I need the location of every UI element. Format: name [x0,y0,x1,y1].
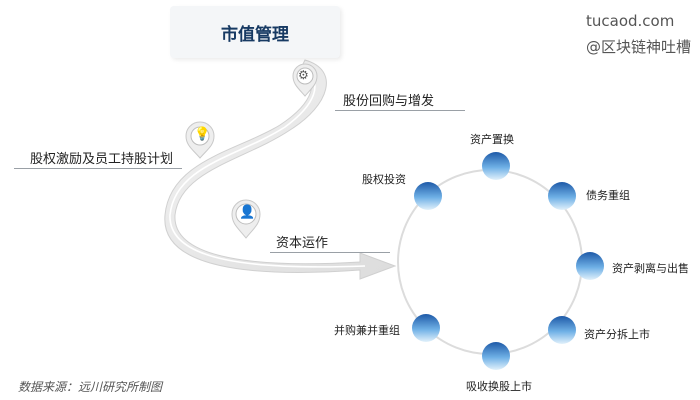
ring-node-1 [548,182,576,210]
pin-user [231,199,261,239]
label-incentive: 股权激励及员工持股计划 [30,152,174,167]
node-label-2: 资产剥离与出售 [612,262,689,275]
ring-node-5 [412,314,440,342]
ring-node-6 [414,182,442,210]
ring-node-4 [482,342,510,370]
source-note: 数据来源：远川研究所制图 [18,380,163,394]
label-buyback: 股份回购与增发 [343,94,435,109]
title-tab [170,6,340,58]
road-centerline [169,67,366,268]
underline-buyback [335,110,465,111]
road-shape [164,59,397,280]
label-capital: 资本运作 [276,236,329,251]
node-label-5: 并购兼并重组 [334,324,400,337]
pin-gear [292,63,318,97]
gear-icon: ⚙ [298,68,309,82]
underline-incentive [14,168,182,169]
watermark-site: tucaod.com [586,12,675,30]
user-add-icon: 👤 [239,205,256,220]
ring-nodes [412,152,604,370]
lightbulb-icon: 💡 [194,127,211,142]
node-label-6: 股权投资 [362,173,406,186]
node-label-1: 债务重组 [586,189,630,202]
underline-capital [270,252,390,253]
node-label-0: 资产置换 [470,133,514,146]
page-title: 市值管理 [221,25,289,45]
node-label-3: 资产分拆上市 [584,328,650,341]
ring-node-3 [548,316,576,344]
ring-node-0 [482,152,510,180]
node-label-4: 吸收换股上市 [466,380,532,393]
pin-lightbulb [185,121,215,159]
ring-node-2 [576,252,604,280]
watermark-handle: @区块链神吐槽 [586,38,692,56]
